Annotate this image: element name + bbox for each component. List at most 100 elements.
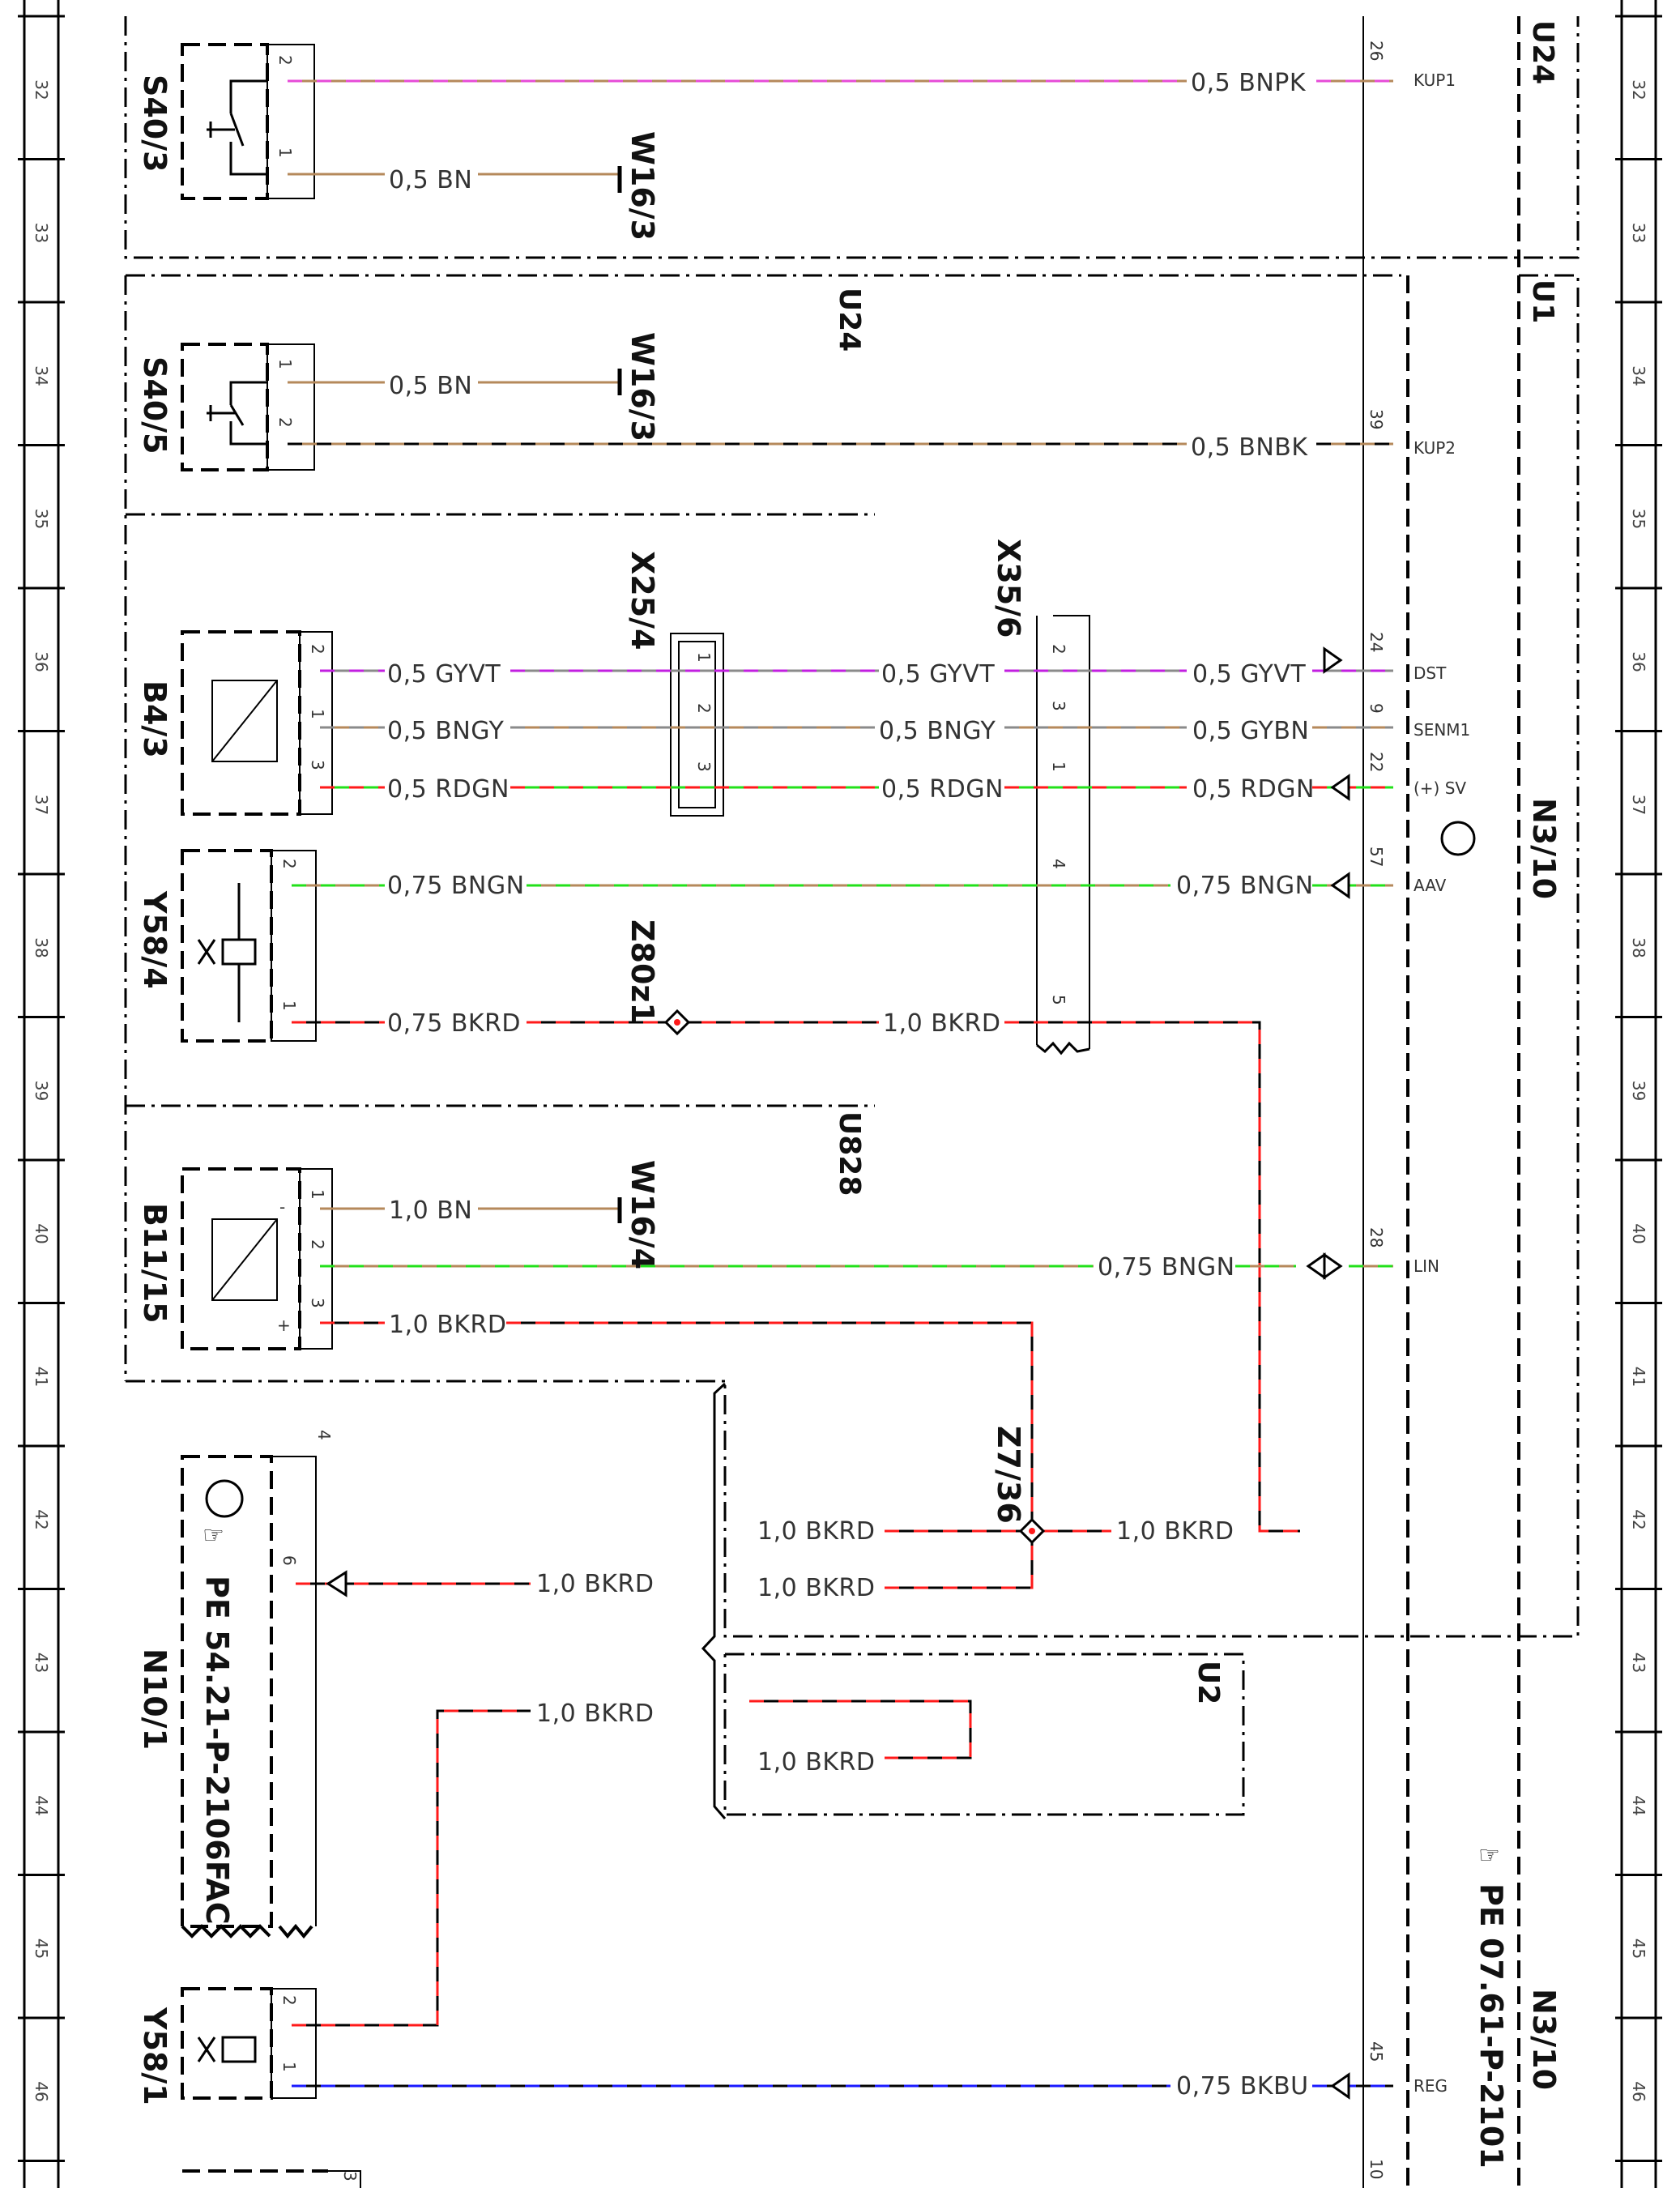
pin-b1115-1: 1 — [308, 1189, 327, 1200]
ruler-number: 34 — [1629, 365, 1648, 386]
wire-label-w5c: 0,5 GYVT — [1192, 660, 1306, 689]
pin-name-sv: (+) SV — [1414, 778, 1466, 798]
label-z7-36: Z7/36 — [991, 1426, 1026, 1524]
wire-label-w4: 0,5 BNBK — [1191, 433, 1308, 462]
label-b4-3: B4/3 — [137, 680, 173, 758]
wires — [288, 79, 1393, 2088]
pen-icon: ☞ — [203, 1521, 224, 1550]
label-b11-15: B11/15 — [137, 1203, 173, 1324]
ruler-number: 36 — [32, 651, 51, 672]
wire-label-w7a: 0,5 RDGN — [387, 775, 510, 804]
pin-n101-4: 4 — [314, 1430, 334, 1440]
ruler-number: 33 — [32, 223, 51, 243]
area-label-u24-top: U24 — [1526, 20, 1559, 84]
wire-label-w9a: 0,75 BKRD — [387, 1009, 521, 1038]
wire-label-w2: 0,5 BN — [389, 166, 472, 194]
ruler-number: 32 — [1629, 79, 1648, 100]
pin-n3-24: 24 — [1367, 632, 1386, 652]
pin-s405-2: 2 — [275, 417, 295, 428]
pin-y584-2: 2 — [279, 859, 299, 869]
wire-bkrd-2b-stripe — [506, 1321, 1034, 1531]
wire-label-w13b: 1,0 BKRD — [1116, 1517, 1234, 1546]
pin-numbers: 26 39 24 9 22 57 28 45 10 2 1 1 2 2 1 3 … — [275, 41, 1386, 2182]
ruler-number: 44 — [1629, 1795, 1648, 1815]
pin-n3-39: 39 — [1367, 409, 1386, 429]
pin-n101-6: 6 — [279, 1555, 299, 1566]
pin-y581-1: 1 — [279, 2062, 299, 2072]
label-z80z1: Z80z1 — [625, 919, 660, 1024]
pin-x254-3: 3 — [694, 761, 714, 772]
label-s40-5: S40/5 — [137, 356, 173, 454]
pin-name-senm1: SENM1 — [1414, 720, 1470, 740]
ruler-number: 44 — [32, 1795, 51, 1815]
area-label-u24: U24 — [833, 288, 866, 352]
ruler-number: 38 — [1629, 937, 1648, 958]
pin-x356-3: 3 — [1049, 701, 1068, 711]
arrow-symbols — [326, 646, 1350, 2100]
label-w16-4: W16/4 — [625, 1160, 660, 1269]
wire-bkrd-1c-stripe — [1004, 1021, 1300, 1533]
pin-name-kup2: KUP2 — [1414, 438, 1456, 458]
ruler-number: 45 — [1629, 1938, 1648, 1959]
wire-labels: 0,5 BNPK 0,5 BN 0,5 BN 0,5 BNBK 0,5 GYVT… — [387, 69, 1315, 2101]
wire-label-w6b: 0,5 BNGY — [879, 717, 996, 745]
pin-b43-3: 3 — [308, 760, 327, 770]
wire-label-w18: 0,75 BKBU — [1176, 2072, 1309, 2101]
wire-label-w8a: 0,75 BNGN — [387, 872, 525, 900]
pin-b1115-plus: + — [277, 1316, 291, 1335]
pin-x254-1: 1 — [694, 652, 714, 663]
wire-bkrd-4-stripe — [885, 1542, 1034, 1589]
ruler-number: 40 — [32, 1223, 51, 1243]
ruler-number: 39 — [1629, 1081, 1648, 1101]
area-label-u1: U1 — [1526, 279, 1559, 323]
wire-label-w12: 1,0 BKRD — [389, 1311, 506, 1339]
pin-n3-10: 10 — [1367, 2159, 1386, 2179]
pin-n3-57: 57 — [1367, 847, 1386, 867]
wire-label-w9b: 1,0 BKRD — [883, 1009, 1000, 1038]
switch-symbols — [197, 79, 267, 2063]
ruler-number: 32 — [32, 79, 51, 100]
pin-name-kup1: KUP1 — [1414, 70, 1456, 90]
splice-z80z1 — [663, 1009, 691, 1036]
label-s40-3: S40/3 — [137, 75, 173, 173]
ruler-number: 35 — [1629, 509, 1648, 529]
wire-label-w5b: 0,5 GYVT — [881, 660, 995, 689]
wire-bkrd-6-stripe — [292, 1709, 531, 2027]
pin-n3-9: 9 — [1367, 703, 1386, 714]
pin-name-aav: AAV — [1414, 876, 1447, 895]
pin-x356-2: 2 — [1049, 644, 1068, 655]
label-n10-1: N10/1 — [137, 1648, 173, 1750]
pin-y584-1: 1 — [279, 1000, 299, 1011]
pin-x356-4: 4 — [1049, 859, 1068, 869]
pin-b1115-minus: - — [279, 1197, 285, 1217]
wire-bkrd-7-stripe — [749, 1700, 972, 1759]
splice-z7-36 — [1018, 1517, 1046, 1545]
pin-y581-2: 2 — [279, 1995, 299, 2006]
wire-label-w1: 0,5 BNPK — [1191, 69, 1307, 97]
pin-s405-1: 1 — [275, 359, 295, 369]
wire-label-w6c: 0,5 GYBN — [1192, 717, 1309, 745]
label-w16-3-a: W16/3 — [625, 131, 660, 241]
ruler-number: 36 — [1629, 651, 1648, 672]
wire-label-w15: 1,0 BKRD — [536, 1570, 654, 1598]
wire-label-w7b: 0,5 RDGN — [881, 775, 1004, 804]
ruler-number: 33 — [1629, 223, 1648, 243]
wire-label-w13a: 1,0 BKRD — [757, 1517, 875, 1546]
wire-label-w5a: 0,5 GYVT — [387, 660, 501, 689]
pin-s403-1: 1 — [275, 147, 295, 158]
pin-b43-2: 2 — [308, 644, 327, 655]
pin-n3-45: 45 — [1367, 2041, 1386, 2062]
wire-bkrd-6 — [292, 1709, 531, 2027]
pin-name-dst: DST — [1414, 663, 1447, 683]
wire-label-w7c: 0,5 RDGN — [1192, 775, 1315, 804]
label-y58-4: Y58/4 — [137, 890, 173, 989]
area-label-u2: U2 — [1192, 1661, 1225, 1704]
label-w16-3-b: W16/3 — [625, 332, 660, 441]
ruler-number: 37 — [1629, 795, 1648, 815]
pin-n3-22: 22 — [1367, 752, 1386, 772]
ruler-number: 38 — [32, 937, 51, 958]
label-n10-1-ref: PE 54.21-P-2106FAC — [199, 1576, 235, 1925]
wire-label-w8b: 0,75 BNGN — [1176, 872, 1314, 900]
